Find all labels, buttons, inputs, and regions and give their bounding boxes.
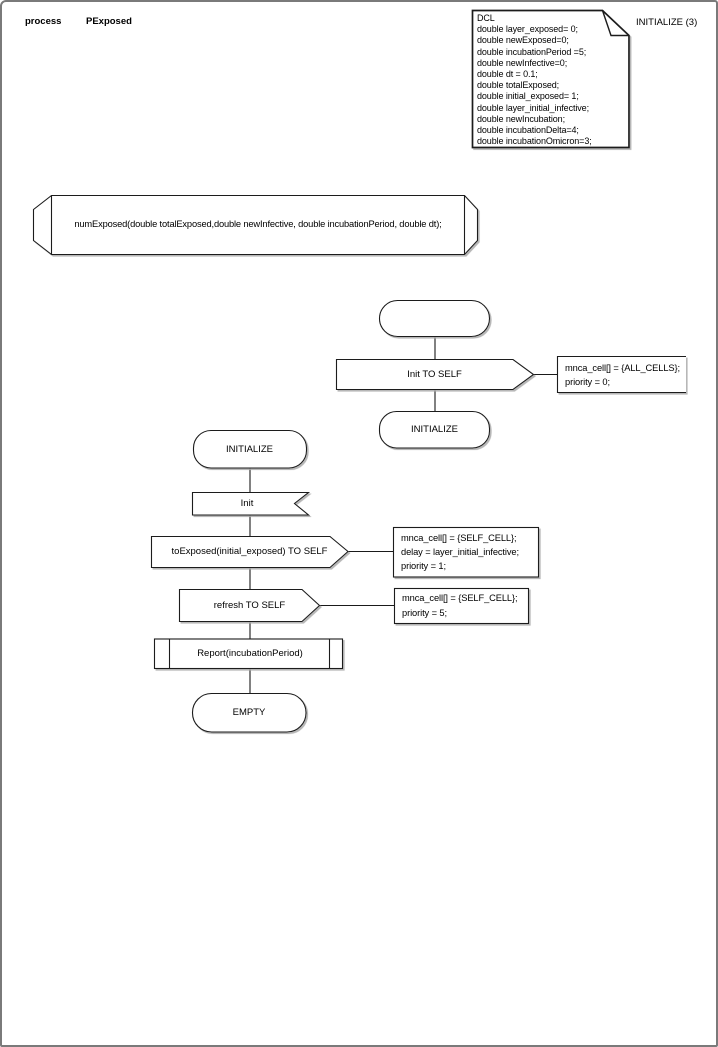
process-kind-label: process xyxy=(25,16,62,27)
output-symbol-init-to-self[interactable] xyxy=(335,358,535,391)
output-toexposed-label: toExposed(initial_exposed) TO SELF xyxy=(171,546,328,558)
input-symbol-init[interactable] xyxy=(191,491,311,516)
comment-symbol-refresh[interactable] xyxy=(393,587,530,625)
dcl-line: double newIncubation; xyxy=(477,113,565,124)
output-symbol-toexposed[interactable] xyxy=(150,535,349,569)
comment-line: priority = 0; xyxy=(565,377,610,387)
comment-symbol-toexposed[interactable] xyxy=(392,526,540,578)
declarations-text-symbol[interactable] xyxy=(471,9,630,149)
comment-line: priority = 5; xyxy=(402,608,447,618)
process-name: PExposed xyxy=(86,16,132,27)
comment-line: mnca_cell[] = {SELF_CELL}; xyxy=(401,533,517,543)
dcl-line: double dt = 0.1; xyxy=(477,69,538,80)
procedure-call-label: Report(incubationPeriod) xyxy=(197,647,303,659)
comment-line: mnca_cell[] = {ALL_CELLS}; xyxy=(565,363,680,373)
page-label: INITIALIZE (3) xyxy=(636,17,698,28)
comment-refresh-text: mnca_cell[] = {SELF_CELL}; priority = 5; xyxy=(402,591,518,621)
declarations-text: DCL double layer_exposed= 0; double newE… xyxy=(477,13,627,147)
comment-line: priority = 1; xyxy=(401,561,446,571)
dcl-line: double totalExposed; xyxy=(477,80,560,91)
comment-line: mnca_cell[] = {SELF_CELL}; xyxy=(402,593,518,603)
procedure-declaration-symbol[interactable] xyxy=(32,194,479,256)
state-initialize-next-label: INITIALIZE xyxy=(411,424,458,436)
dcl-line: double layer_initial_infective; xyxy=(477,102,589,113)
output-refresh-label: refresh TO SELF xyxy=(213,599,286,611)
comment-line: delay = layer_initial_infective; xyxy=(401,547,519,557)
dcl-line: double layer_exposed= 0; xyxy=(477,24,578,35)
procedure-call-symbol[interactable] xyxy=(153,638,344,670)
dcl-line: double incubationPeriod =5; xyxy=(477,46,587,57)
procedure-declaration-label: numExposed(double totalExposed,double ne… xyxy=(74,219,442,230)
folded-corner-icon xyxy=(601,10,629,37)
output-init-label: Init TO SELF xyxy=(407,369,462,381)
dcl-line: double incubationOmicron=3; xyxy=(477,136,592,147)
dcl-line: double initial_exposed= 1; xyxy=(477,91,579,102)
dcl-line: double newInfective=0; xyxy=(477,57,568,68)
output-symbol-refresh[interactable] xyxy=(178,588,321,623)
state-initialize-label: INITIALIZE xyxy=(226,443,273,455)
connector-lines xyxy=(249,336,558,694)
comment-toexposed-text: mnca_cell[] = {SELF_CELL}; delay = layer… xyxy=(401,531,519,573)
input-init-label: Init xyxy=(240,498,254,510)
state-symbol-initialize[interactable] xyxy=(192,429,308,469)
comment-init-text: mnca_cell[] = {ALL_CELLS}; priority = 0; xyxy=(565,361,680,389)
state-empty-label: EMPTY xyxy=(232,707,266,719)
dcl-line: double newExposed=0; xyxy=(477,35,569,46)
state-symbol-empty[interactable] xyxy=(191,692,307,733)
comment-symbol-init[interactable] xyxy=(556,355,687,394)
dcl-keyword: DCL xyxy=(477,13,495,23)
start-symbol[interactable] xyxy=(378,299,491,338)
dcl-line: double incubationDelta=4; xyxy=(477,125,579,136)
state-symbol-initialize-next[interactable] xyxy=(378,410,491,449)
